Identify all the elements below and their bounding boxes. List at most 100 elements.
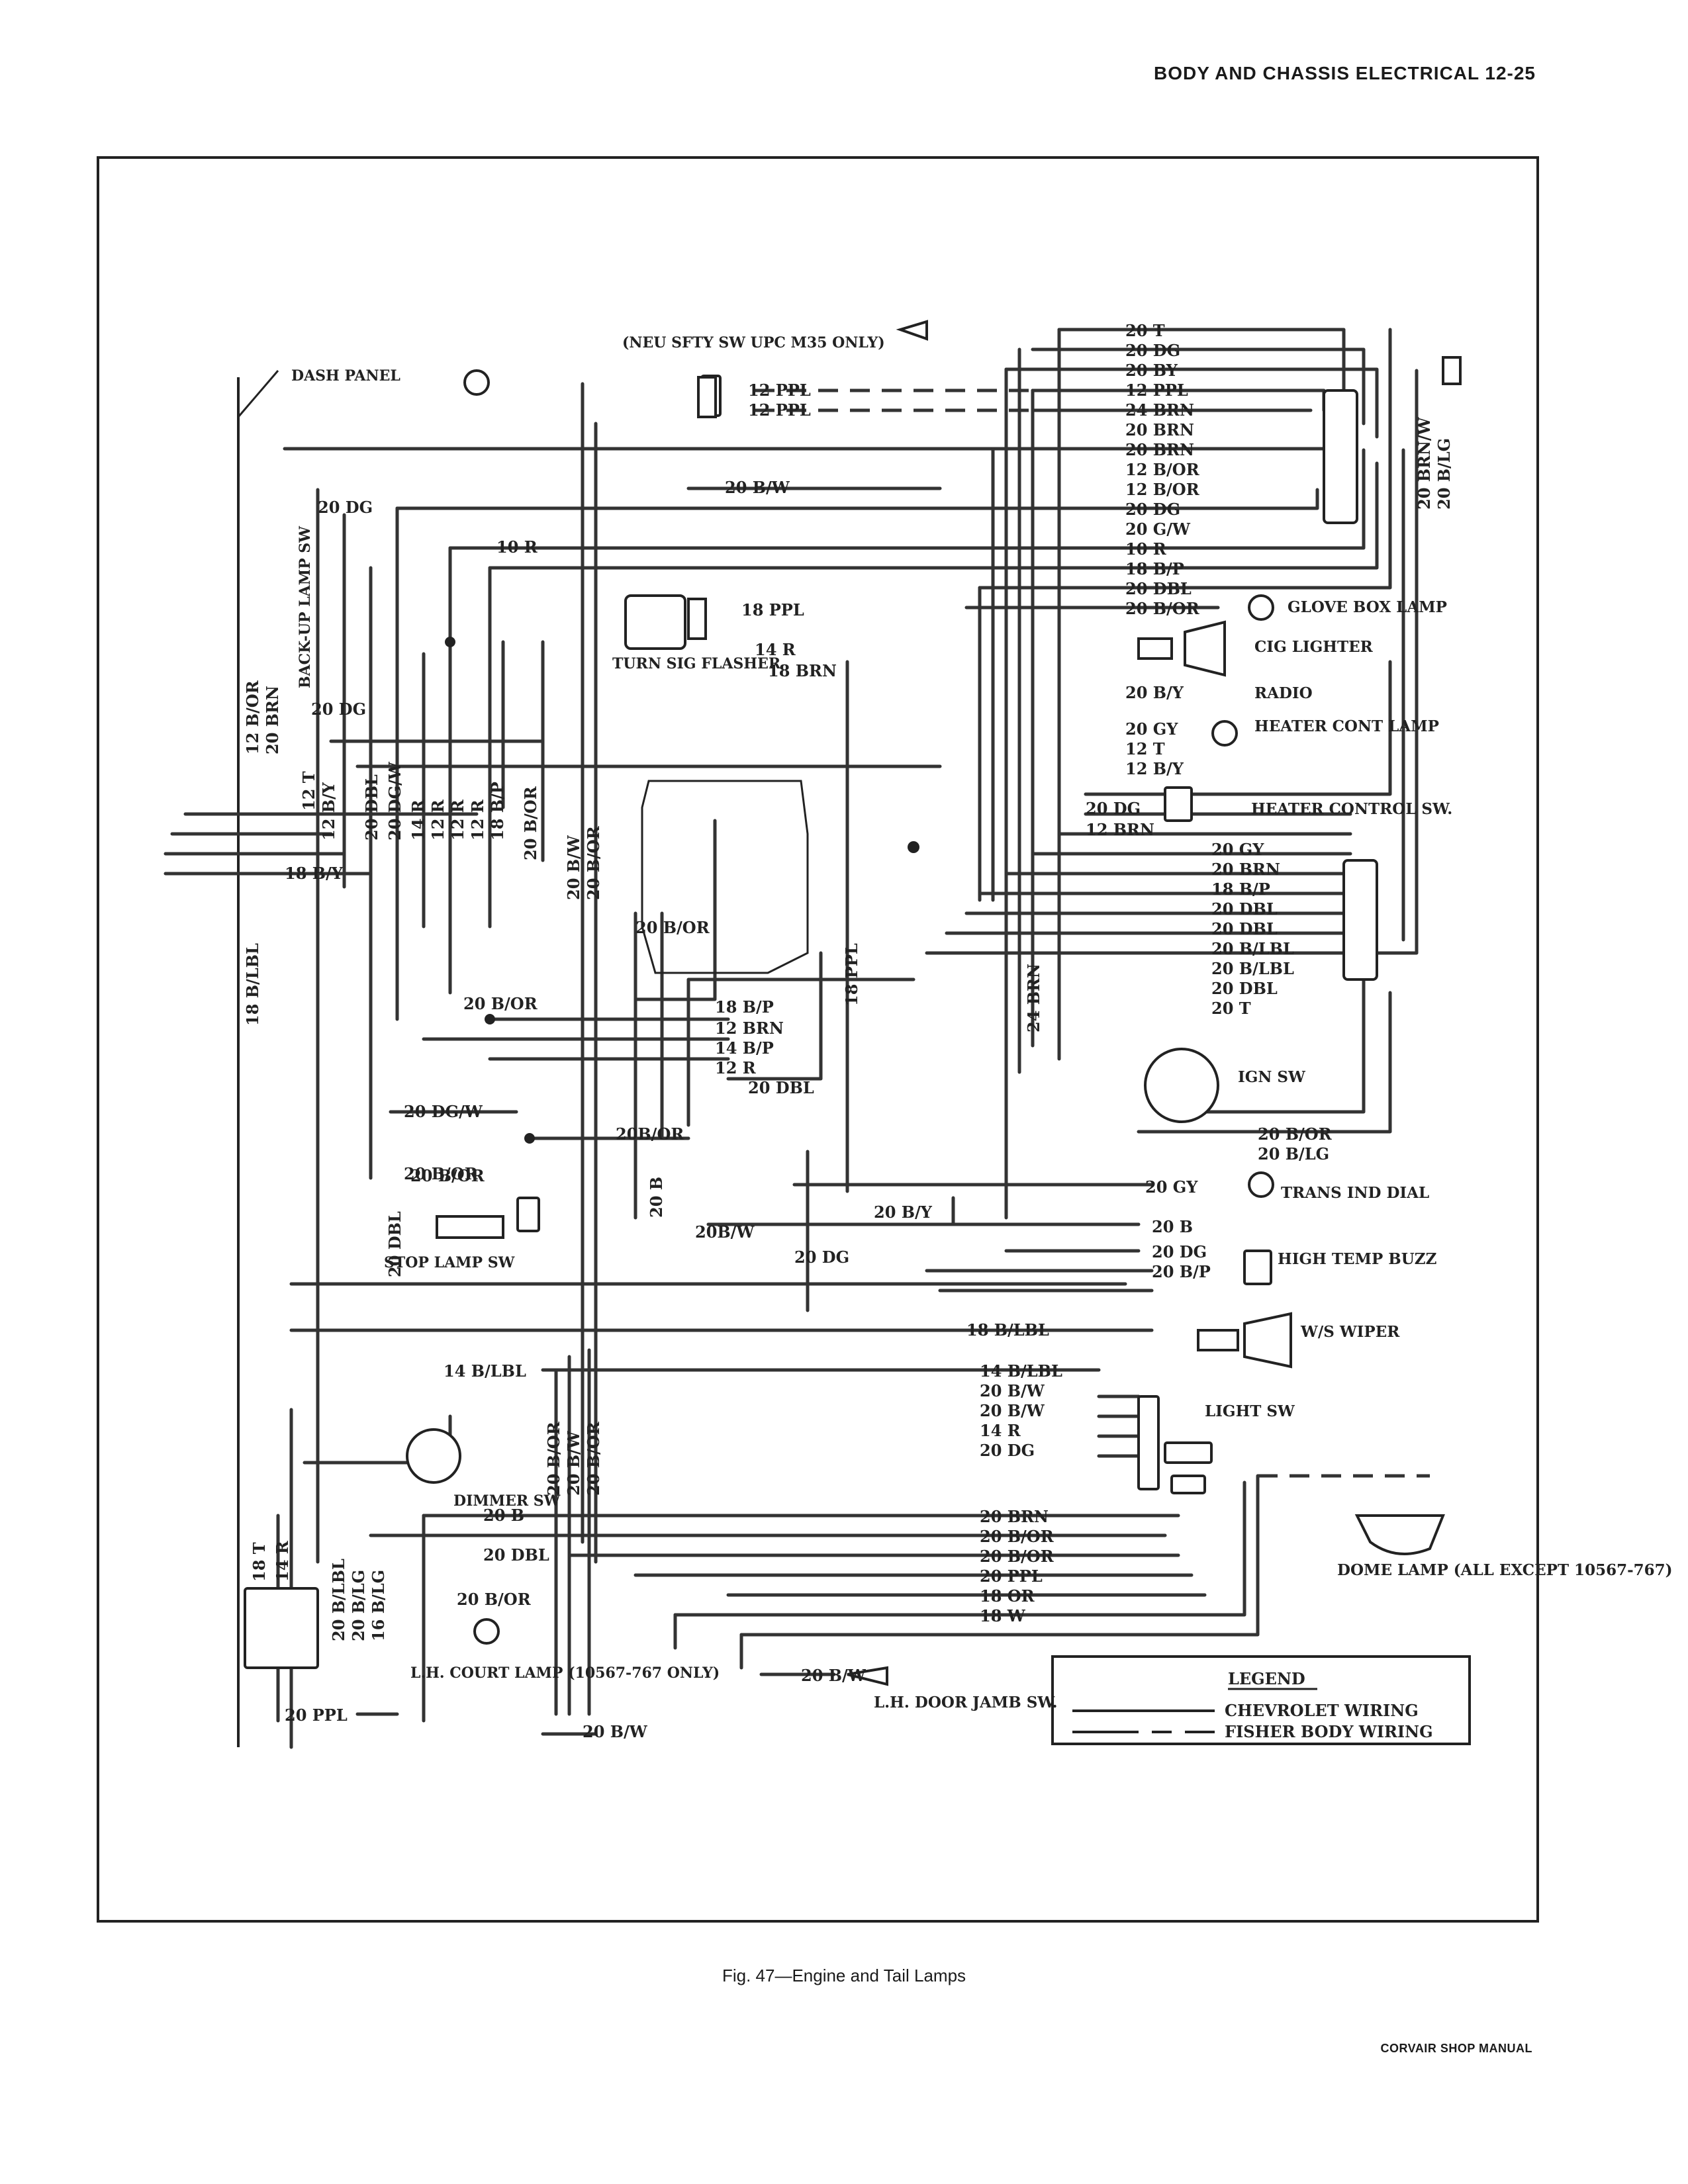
- wire-label: 14 R: [273, 1540, 292, 1582]
- wire-label: 14 B/LBL: [980, 1361, 1062, 1381]
- wire-label: 20 B/OR: [1125, 599, 1200, 618]
- label-radio: RADIO: [1254, 684, 1313, 702]
- diagram-frame: [97, 156, 1539, 1923]
- heater-cont-lamp-symbol: [1211, 720, 1238, 747]
- label-dash-panel: DASH PANEL: [291, 367, 400, 385]
- wire-label: 20 DBL: [1211, 919, 1278, 938]
- wire-label: 20 GY: [1125, 719, 1178, 739]
- wire-label: 20 B/OR: [584, 825, 603, 900]
- page-footer: CORVAIR SHOP MANUAL: [1380, 2042, 1532, 2055]
- wire-label: 24 BRN: [1024, 964, 1043, 1032]
- label-high-temp-buzz: HIGH TEMP BUZZ: [1278, 1250, 1436, 1268]
- splice-points: [445, 637, 919, 1144]
- legend-box: LEGEND CHEVROLET WIRING FISHER BODY WIRI…: [1051, 1655, 1471, 1745]
- wire-label: 14 R: [980, 1421, 1021, 1440]
- wire-label: 20 B/OR: [1258, 1124, 1333, 1144]
- figure-caption: Fig. 47—Engine and Tail Lamps: [722, 1966, 966, 1985]
- connector-blocks: [244, 375, 1378, 1669]
- wire-label: 20 BRN: [1125, 440, 1194, 459]
- wire-label: 14 B/P: [715, 1038, 774, 1058]
- court-lamp-symbol: [473, 1618, 500, 1645]
- wire-label: 20 B/P: [1152, 1262, 1211, 1281]
- wire-label: 20 B/OR: [521, 786, 540, 860]
- wire-label: 20 B/OR: [635, 918, 710, 937]
- wire-label: 12 B/Y: [319, 782, 338, 841]
- wire-label: 12 PPL: [1125, 381, 1188, 400]
- wire-label: 20 T: [1125, 321, 1165, 340]
- wire-label: 20 DG: [318, 498, 373, 517]
- wire-label: 18 B/P: [715, 997, 774, 1017]
- wire-label: 18 PPL: [842, 943, 861, 1006]
- wire-label: 20B/W: [695, 1222, 755, 1242]
- wire-labels-left: 20 DG 10 R 20 B/W 20 DG 18 B/Y 20 DG/W 2…: [285, 478, 933, 1741]
- wire-label: 20 DBL: [1211, 979, 1278, 998]
- page-header: BODY AND CHASSIS ELECTRICAL 12-25: [1153, 63, 1536, 83]
- stop-lamp-switch-symbol: [436, 1215, 504, 1239]
- wire-label: 20 DG/W: [404, 1102, 483, 1121]
- label-ign-sw: IGN SW: [1238, 1068, 1306, 1086]
- label-glove-box-lamp: GLOVE BOX LAMP: [1288, 598, 1447, 616]
- wire-label: 20 PPL: [285, 1706, 348, 1725]
- wire-label: 20 B/OR: [410, 1166, 485, 1185]
- wire-label: 20 B/W: [725, 478, 790, 497]
- wire-label: 20 DG: [1086, 799, 1141, 818]
- label-trans-ind-dial: TRANS IND DIAL: [1281, 1184, 1429, 1202]
- wire-label: 20 BRN: [1211, 860, 1280, 879]
- label-lh-door-jamb-sw: L.H. DOOR JAMB SW.: [874, 1694, 1058, 1711]
- label-cig-lighter: CIG LIGHTER: [1254, 638, 1374, 656]
- wire-label: 20 DG: [794, 1248, 849, 1267]
- wire-labels-top-right: 20 T 20 DG 20 BY 12 PPL 24 BRN 20 BRN 20…: [748, 321, 1454, 618]
- wire-label: 20 DBL: [1211, 899, 1278, 919]
- wire-label: 20 B/LG: [1258, 1144, 1329, 1163]
- wire-label: 20 B/OR: [584, 1421, 603, 1496]
- label-backup-lamp-sw: BACK-UP LAMP SW: [297, 526, 314, 688]
- wire-label: 20 DBL: [483, 1545, 549, 1565]
- wire-label: 20 DG/W: [385, 761, 404, 841]
- wire-label: 20B/OR: [616, 1124, 684, 1144]
- wire-label: 20 B/W: [980, 1401, 1045, 1420]
- component-labels: DASH PANEL (NEU SFTY SW UPC M35 ONLY) BA…: [291, 334, 1673, 1711]
- wire-label: 20 BRN: [980, 1507, 1049, 1526]
- wire-label: 20 DG: [1152, 1242, 1207, 1261]
- dome-lamp-symbol: [1354, 1514, 1445, 1555]
- wire-label: 10 R: [496, 537, 538, 557]
- wire-label: 20 DBL: [385, 1211, 404, 1277]
- label-heater-control-sw: HEATER CONTROL SW.: [1251, 800, 1452, 818]
- wire-label: 20 DBL: [362, 774, 381, 841]
- wire-label: 20 B/W: [980, 1381, 1045, 1400]
- wire-label: 20 B/OR: [404, 1164, 479, 1183]
- wire-labels-left-vertical: 12 B/OR 20 BRN 12 T 12 B/Y 18 B/LBL 20 D…: [243, 680, 1043, 1641]
- wire-label: 20 T: [1211, 999, 1251, 1018]
- wire-label: 20 B/OR: [457, 1590, 532, 1609]
- label-lh-court-lamp: L.H. COURT LAMP (10567-767 ONLY): [410, 1664, 720, 1682]
- wiper-motor-symbol: [1197, 1312, 1292, 1369]
- wire-label: 10 R: [1125, 539, 1167, 559]
- wire-label: 12 B/OR: [1125, 460, 1200, 479]
- wire-label: 20 DG: [311, 700, 366, 719]
- wire-label: 20 DBL: [748, 1078, 814, 1097]
- legend-item-fisher: FISHER BODY WIRING: [1225, 1722, 1433, 1741]
- control-panel-outline: [641, 780, 809, 974]
- label-dome-lamp: DOME LAMP (ALL EXCEPT 10567-767): [1337, 1561, 1673, 1579]
- top-lamp-socket: [463, 369, 490, 396]
- wire-label: 18 B/LBL: [966, 1320, 1049, 1340]
- label-ws-wiper: W/S WIPER: [1300, 1323, 1400, 1341]
- wire-label: 18 B/LBL: [243, 943, 262, 1026]
- wire-label: 20 BY: [1125, 361, 1178, 380]
- wire-harness: [164, 328, 1430, 1749]
- wire-label: 20 DG: [1125, 500, 1180, 519]
- wire-label: 18 BRN: [768, 661, 837, 680]
- wire-label: 20 DBL: [1125, 579, 1192, 598]
- wire-label: 20 B/OR: [980, 1527, 1055, 1546]
- label-turn-sig-flasher: TURN SIG FLASHER: [612, 655, 781, 672]
- dimmer-switch-symbol: [406, 1428, 461, 1484]
- wire-label: 20 B/LBL: [1211, 939, 1294, 958]
- wire-label: 20 B: [647, 1177, 666, 1218]
- wire-label: 16 B/LG: [369, 1570, 388, 1641]
- wire-label: 24 BRN: [1125, 400, 1194, 420]
- legend-item-chevrolet: CHEVROLET WIRING: [1225, 1701, 1419, 1720]
- wire-label: 18 B/P: [1125, 559, 1184, 578]
- wire-label: 20 B/OR: [463, 994, 538, 1013]
- wire-label: 20 B/W: [801, 1666, 867, 1685]
- wire-label: 14 R: [755, 640, 796, 659]
